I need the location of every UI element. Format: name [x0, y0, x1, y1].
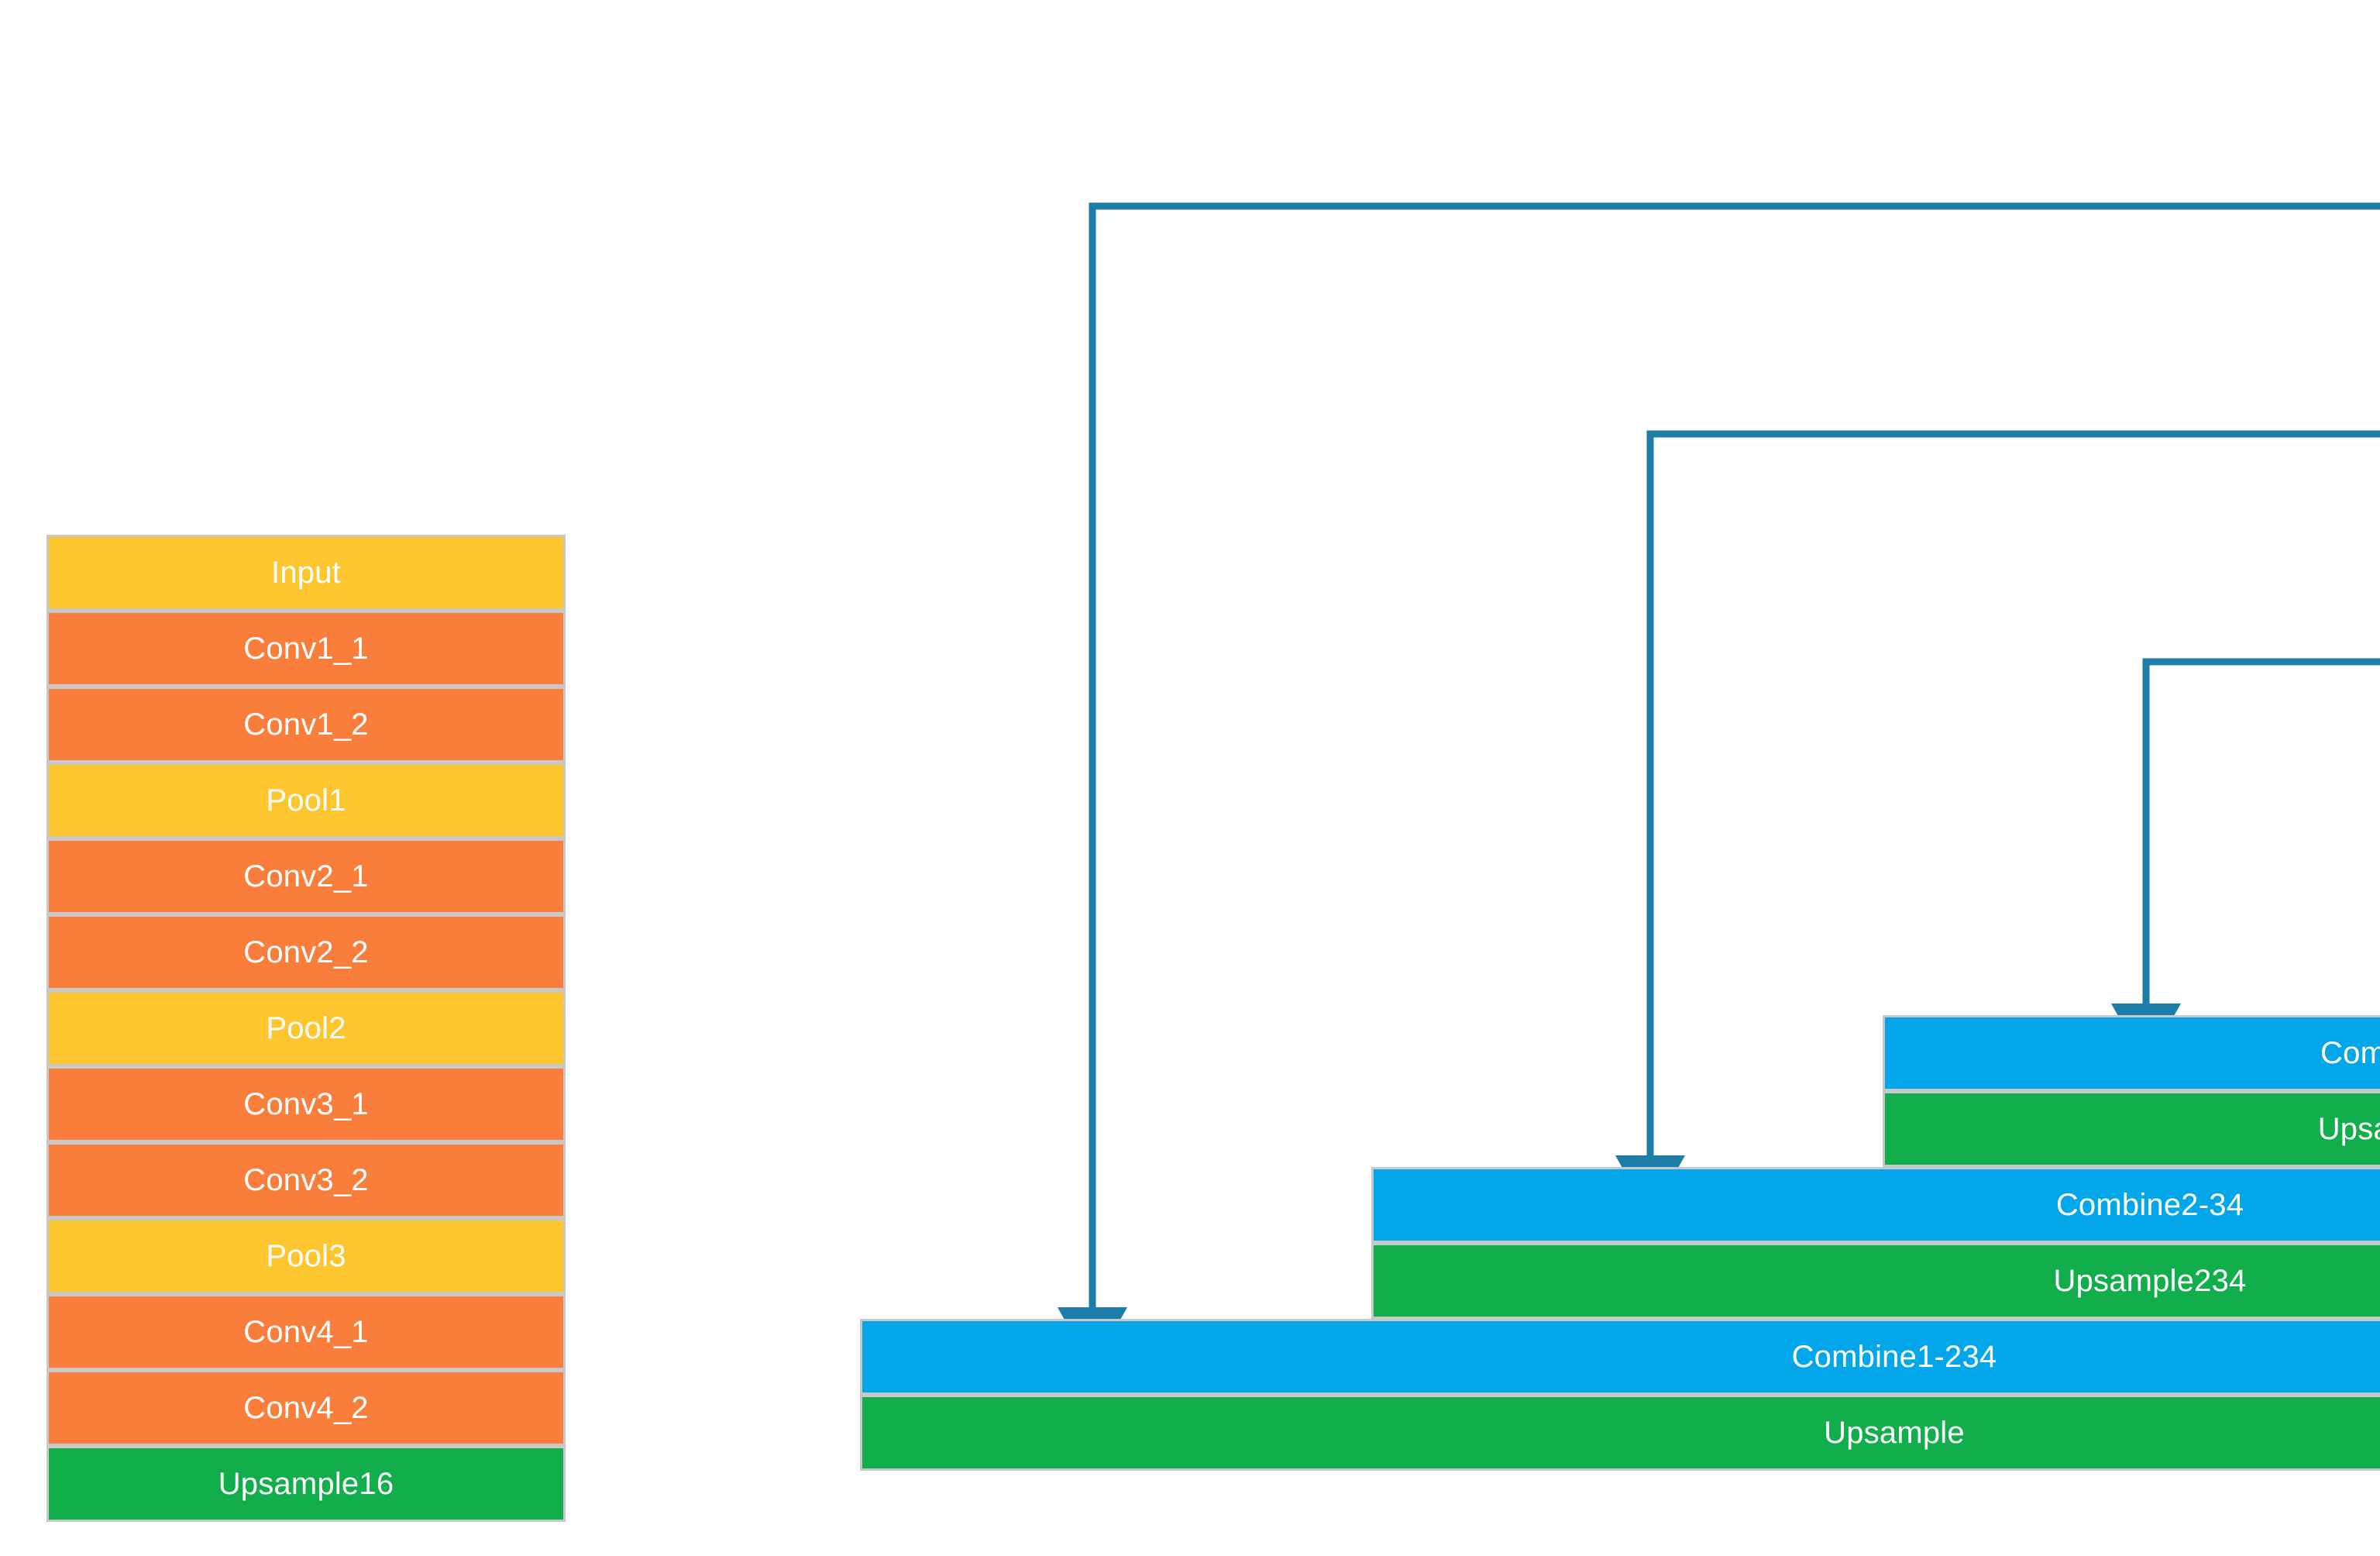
layer-block-b-combine2-34: Combine2-34 — [1371, 1167, 2380, 1243]
layer-block-a-pool2: Pool2 — [46, 990, 566, 1066]
layer-block-b-upsample34: Upsample34 — [1883, 1091, 2380, 1167]
layer-block-b-combine1-234: Combine1-234 — [860, 1319, 2380, 1395]
skip-connection-arrow-b-conv3-2 — [2111, 658, 2380, 1066]
layer-block-a-conv4-2: Conv4_2 — [46, 1370, 566, 1446]
layer-block-a-pool1: Pool1 — [46, 763, 566, 838]
layer-block-a-conv4-1: Conv4_1 — [46, 1294, 566, 1370]
layer-block-a-conv2-2: Conv2_2 — [46, 914, 566, 990]
layer-block-a-upsample16: Upsample16 — [46, 1446, 566, 1522]
layer-block-a-conv1-2: Conv1_2 — [46, 687, 566, 763]
layer-block-a-conv1-1: Conv1_1 — [46, 611, 566, 687]
layer-block-b-upsample: Upsample — [860, 1395, 2380, 1471]
layer-block-a-input: Input — [46, 535, 566, 611]
layer-block-b-upsample234: Upsample234 — [1371, 1243, 2380, 1319]
layer-block-a-pool3: Pool3 — [46, 1218, 566, 1294]
layer-block-a-conv2-1: Conv2_1 — [46, 838, 566, 914]
layer-block-b-combine3-4: Combine3-4 — [1883, 1015, 2380, 1091]
layer-block-a-conv3-1: Conv3_1 — [46, 1066, 566, 1142]
layer-block-a-conv3-2: Conv3_2 — [46, 1142, 566, 1218]
